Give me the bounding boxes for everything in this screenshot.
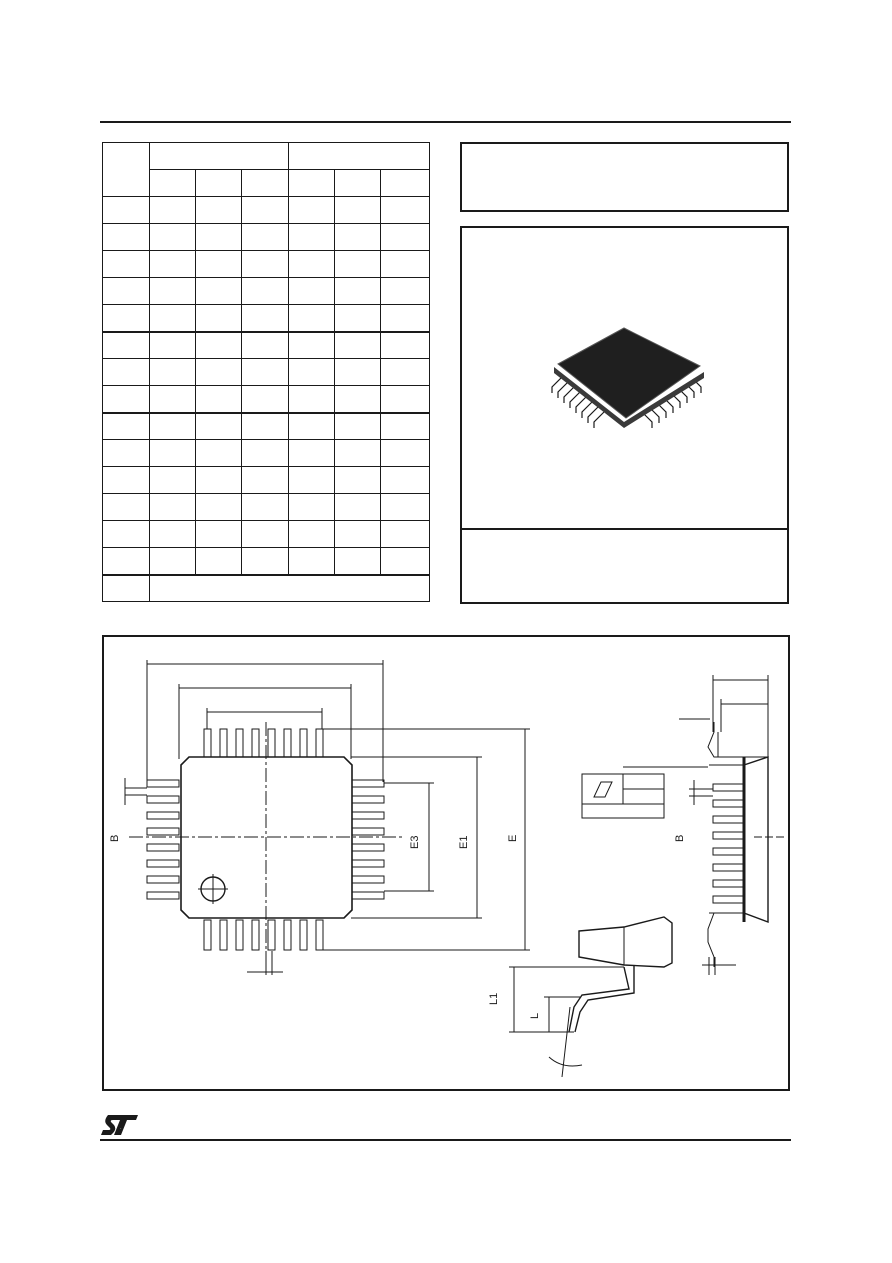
- package-title-box: [460, 142, 789, 212]
- dim-label-b: B: [109, 835, 121, 842]
- st-logo-text: ST: [120, 1128, 122, 1130]
- header-cell-min-in: [288, 169, 336, 197]
- top-pins: [203, 728, 324, 758]
- header-cell-dim: [102, 142, 150, 197]
- package-chip-image: [551, 327, 704, 428]
- bottom-pins: [203, 919, 324, 951]
- dim-label-e3: E3: [409, 836, 421, 849]
- box-divider: [462, 528, 787, 530]
- dim-label-l1: L1: [488, 993, 500, 1005]
- package-dimension-table: [102, 142, 431, 602]
- table-row: [102, 493, 431, 521]
- side-view-body: [743, 756, 769, 924]
- chip-body-top: [557, 327, 701, 419]
- table-row: [102, 439, 431, 467]
- header-cell-typ-in: [334, 169, 382, 197]
- header-cell-min-mm: [149, 169, 196, 197]
- header-cell-typ-mm: [195, 169, 242, 197]
- dim-label-e1: E1: [458, 836, 470, 849]
- header-rule: [100, 121, 791, 123]
- table-row: [102, 411, 431, 440]
- table-row: [102, 277, 431, 305]
- outline-drawing-frame: B E3 E1 E L1 L B: [102, 635, 790, 1091]
- st-logo: ST: [101, 1115, 138, 1135]
- flatness-symbol-icon: [593, 781, 613, 798]
- side-view-pins: [712, 783, 745, 904]
- table-row: [102, 196, 431, 224]
- table-row: [102, 358, 431, 386]
- table-row: [102, 573, 431, 602]
- header-cell-mm: [148, 142, 290, 170]
- outline-drawing: B E3 E1 E L1 L B: [109, 660, 784, 1078]
- header-cell-max-in: [380, 169, 431, 197]
- table-row: [102, 304, 431, 332]
- table-row: [102, 385, 431, 413]
- right-pins: [351, 779, 385, 900]
- table-row: [102, 250, 431, 278]
- package-image-box: [460, 226, 789, 604]
- table-row: [102, 466, 431, 494]
- chip-pins-left: [551, 376, 605, 428]
- table-row: [102, 520, 431, 548]
- table-row: [102, 547, 431, 575]
- header-cell-max-mm: [240, 169, 290, 197]
- footer-rule: [100, 1139, 791, 1141]
- table-row: [102, 223, 431, 251]
- table-row: [102, 330, 431, 359]
- lead-detail-body: [578, 916, 673, 968]
- dim-label-e: E: [507, 835, 519, 842]
- dim-label-b-side: B: [674, 835, 686, 842]
- dim-label-l: L: [529, 1013, 541, 1019]
- header-cell-inches: [288, 142, 431, 170]
- left-pins: [146, 779, 180, 900]
